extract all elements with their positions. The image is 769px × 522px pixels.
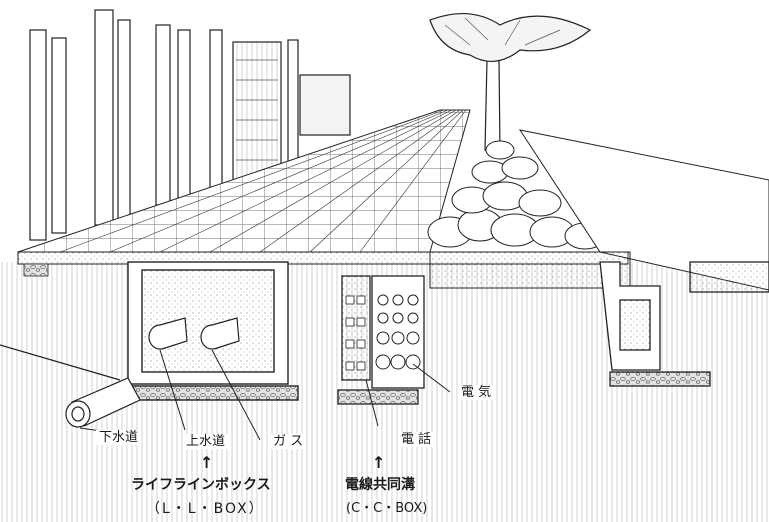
caption-cable-trench-code: (C・C・BOX) <box>346 501 428 516</box>
shrubs <box>427 140 606 250</box>
planting-base <box>429 251 631 289</box>
sewer-pipe <box>0 344 141 428</box>
caption-cable-trench: 電線共同溝 <box>345 477 415 493</box>
label-water-supply: 上水道 <box>183 434 229 449</box>
lifeline-box <box>117 261 299 401</box>
caption-lifeline-box: ライフラインボックス <box>131 477 271 493</box>
arrow-up-icon: ↑ <box>200 453 214 472</box>
water-pipe-upper <box>148 317 188 350</box>
label-sewer: 下水道 <box>96 430 142 445</box>
arrow-up-icon: ↑ <box>372 453 386 472</box>
left-edge-gravel <box>23 263 49 277</box>
buildings <box>29 9 351 241</box>
curb-gutter <box>599 261 769 387</box>
shutter-lines <box>236 59 278 161</box>
label-electricity: 電 気 <box>458 385 495 400</box>
gas-pipe <box>200 317 240 350</box>
tree <box>429 12 592 151</box>
label-gas: ガ ス <box>270 434 307 449</box>
pavement-perspective-lines <box>59 109 467 253</box>
tree-canopy-strokes <box>444 17 561 46</box>
caption-lifeline-box-code: （L・L・BOX） <box>146 501 265 517</box>
leader-lines <box>79 349 451 441</box>
label-telephone: 電 話 <box>398 432 435 447</box>
conduit-small-cells <box>345 295 366 371</box>
conduit-holes <box>375 294 421 370</box>
